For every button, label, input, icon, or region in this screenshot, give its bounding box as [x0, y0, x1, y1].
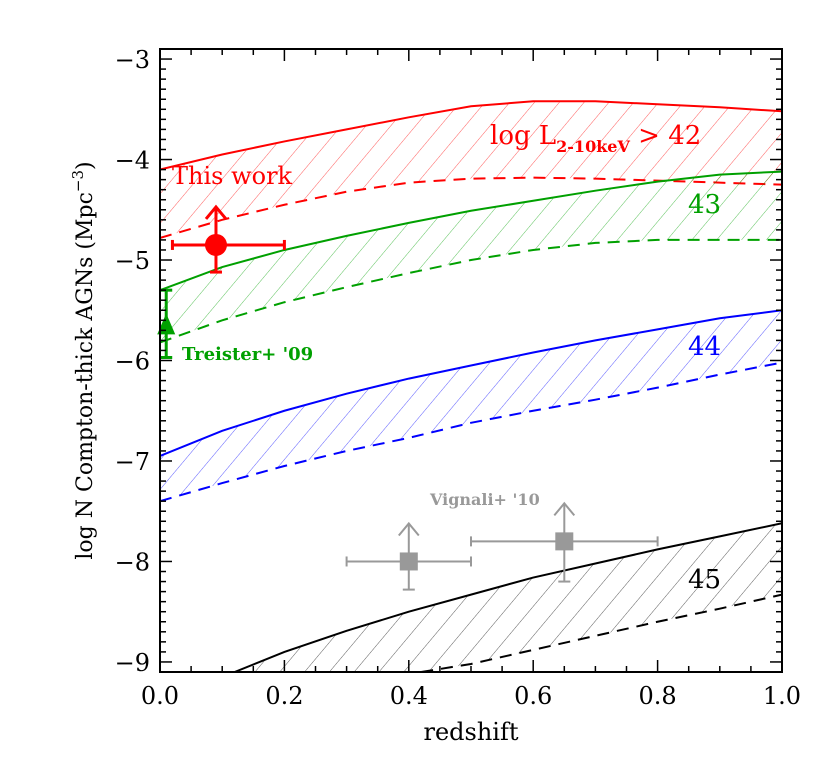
band-44 [160, 309, 782, 503]
y-tick-label: −8 [115, 548, 150, 576]
band-upper-line [160, 100, 782, 171]
triangle-marker [157, 313, 176, 335]
x-tick-label: 0.4 [390, 682, 428, 710]
y-tick-label: −7 [115, 448, 150, 476]
y-tick-label: −5 [115, 247, 150, 275]
y-tick-label: −3 [115, 46, 150, 74]
band-label-44: 44 [688, 332, 721, 362]
y-tick-label: −6 [115, 348, 150, 376]
band-upper-line [160, 309, 782, 457]
data-point-this-work [170, 204, 286, 274]
band-label-43: 43 [688, 190, 721, 220]
x-axis-label: redshift [423, 718, 518, 746]
band-lower-line [160, 238, 782, 344]
data-point-vignali-10-z-0-4- [345, 521, 472, 591]
plot-area [160, 100, 782, 672]
band-label-log L: log L2-10keV > 42 [490, 121, 701, 156]
y-axis-label: log N Compton-thick AGNs (Mpc−3) [69, 161, 98, 559]
band-45 [234, 522, 782, 672]
circle-marker [204, 233, 227, 256]
square-marker [555, 532, 574, 551]
band-upper-line [160, 170, 782, 292]
y-tick-label: −9 [115, 649, 150, 677]
x-tick-label: 0.6 [514, 682, 552, 710]
band-hatch [160, 171, 782, 343]
x-tick-label: 0.8 [639, 682, 677, 710]
point-label: Treister+ '09 [182, 344, 313, 365]
data-point-vignali-10-z-0-65- [470, 501, 659, 583]
point-label: Vignali+ '10 [429, 490, 540, 509]
band-43 [160, 170, 782, 344]
band-label-45: 45 [688, 565, 721, 595]
band-hatch [160, 310, 782, 502]
y-tick-label: −4 [115, 147, 150, 175]
point-label: This work [172, 162, 293, 190]
x-tick-label: 1.0 [763, 682, 801, 710]
square-marker [399, 552, 418, 571]
x-tick-label: 0.2 [265, 682, 303, 710]
band-lower-line [160, 361, 782, 503]
band-upper-line [234, 522, 782, 672]
band-hatch [234, 523, 782, 672]
band-lower-line [421, 593, 782, 672]
x-tick-label: 0.0 [141, 682, 179, 710]
